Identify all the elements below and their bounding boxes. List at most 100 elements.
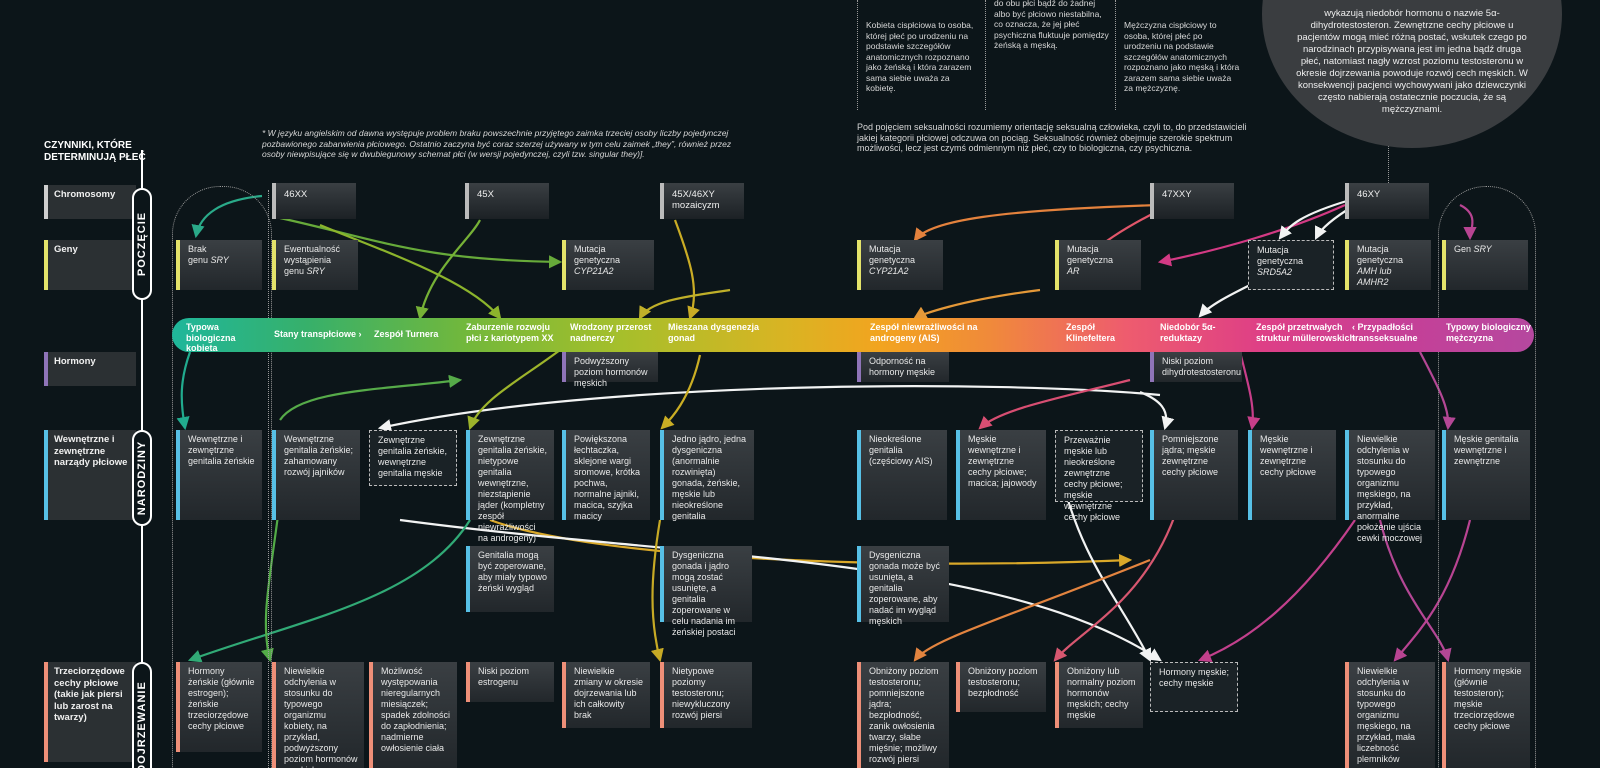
phase-birth: NARODZINY: [132, 430, 152, 526]
curve: [913, 203, 1161, 242]
spectrum-label: Mieszana dysgenezja gonad: [668, 322, 760, 343]
definition-boundary-line: [857, 0, 858, 110]
organ-box: Jedno jądro, jedna dysgeniczna (anormaln…: [660, 430, 754, 521]
gene-no-sry: Brak genu SRY: [176, 240, 262, 290]
organ-box: Męskie wewnętrzne i zewnętrzne cechy płc…: [1248, 430, 1336, 520]
curve: [673, 219, 700, 321]
curve: [660, 354, 702, 430]
circle-text: wykazują niedobór hormonu o nazwie 5α-di…: [1296, 8, 1528, 115]
gene-amh-mutation: Mutacja genetyczna AMH lub AMHR2: [1345, 240, 1431, 290]
gene-text: wystąpienia: [284, 255, 332, 265]
curve: [1419, 351, 1456, 431]
spectrum-label: Zespół Turnera: [374, 329, 439, 339]
female-column-outline: [172, 186, 272, 768]
chromosome-46xy: 46XY: [1345, 183, 1429, 219]
gene-text: AMH lub AMHR2: [1357, 266, 1392, 287]
phase-puberty: DOJRZEWANIE: [132, 662, 152, 768]
curve: [279, 216, 563, 269]
curve: [319, 223, 502, 320]
definition-cis-woman: Kobieta cispłciowa to osoba, której płeć…: [866, 20, 974, 93]
organ-box: Niewielkie odchylenia w stosunku do typo…: [1345, 430, 1435, 543]
organ-box: Przeważnie męskie lub nieokreślone zewnę…: [1055, 430, 1143, 522]
gene-text: Mutacja: [869, 244, 901, 254]
organ-box: Powiększona łechtaczka, sklejone wargi s…: [562, 430, 650, 521]
gene-text: CYP21A2: [869, 266, 909, 276]
gene-text: Mutacja: [1357, 244, 1389, 254]
curve: [279, 374, 463, 421]
surgery-box: Dysgeniczna gonada może być usunięta, a …: [857, 546, 949, 626]
organ-box: Nieokreślone genitalia (częściowy AIS): [857, 430, 947, 520]
spectrum-label: Zespół Klinefeltera: [1066, 322, 1116, 343]
curve: [1238, 351, 1261, 431]
gene-possible-sry: Ewentualność wystąpienia genu SRY: [272, 240, 358, 290]
curve: [399, 518, 1162, 662]
title-line: DETERMINUJĄ PŁEĆ: [44, 152, 146, 163]
chromosome-text: mozaicyzm: [672, 200, 720, 211]
tertiary-box: Hormony męskie (głównie testosteron); mę…: [1442, 662, 1530, 768]
gene-text: SRY: [210, 255, 229, 265]
gene-text: Mutacja: [1257, 245, 1289, 255]
gene-text: Ewentualność: [284, 244, 341, 254]
gene-text: Gen: [1454, 244, 1474, 254]
curve: [978, 378, 1131, 430]
chromosome-45x: 45X: [465, 183, 549, 219]
tertiary-box: Niewielkie odchylenia w stosunku do typo…: [272, 662, 364, 768]
diagram-title: CZYNNIKI, KTÓRE DETERMINUJĄ PŁEĆ: [44, 140, 154, 164]
definition-cis-man: Mężczyzna cispłciowy to osoba, której pł…: [1124, 20, 1240, 93]
gene-text: SRD5A2: [1257, 267, 1293, 277]
curve: [1197, 519, 1356, 663]
chromosome-47xxy: 47XXY: [1150, 183, 1234, 219]
row-label-hormones: Hormony: [44, 352, 136, 386]
tertiary-box: Niski poziom estrogenu: [466, 662, 554, 702]
tertiary-box: Niewielkie odchylenia w stosunku do typo…: [1345, 662, 1435, 768]
title-line: CZYNNIKI, KTÓRE: [44, 140, 132, 151]
gene-text: genetyczna: [1067, 255, 1114, 265]
organ-box: Wewnętrzne i zewnętrzne genitalia żeński…: [176, 430, 262, 520]
hormone-box: Niski poziom dihydrotestosteronu: [1150, 352, 1242, 382]
row-label-genes: Geny: [44, 240, 136, 290]
gene-text: genu: [188, 255, 211, 265]
curve: [638, 288, 731, 320]
gene-text: Brak: [188, 244, 207, 254]
tertiary-box: Niewielkie zmiany w okresie dojrzewania …: [562, 662, 650, 728]
curve: [489, 518, 1133, 568]
phase-label: DOJRZEWANIE: [136, 681, 148, 768]
spectrum-label: Zaburzenie rozwoju płci z kariotypem XX: [466, 322, 554, 343]
organ-box: Zewnętrzne genitalia żeńskie, wewnętrzne…: [369, 430, 457, 486]
tertiary-box: Obniżony poziom testosteronu; pomniejszo…: [857, 662, 949, 768]
curve: [913, 558, 1151, 662]
curve: [1198, 284, 1251, 318]
spectrum-label: Niedobór 5α-reduktazy: [1160, 322, 1216, 343]
chromosome-text: 45X/46XY: [672, 189, 715, 200]
gene-cyp21a2-mutation: Mutacja genetyczna CYP21A2: [562, 240, 654, 290]
phase-conception: POCZĘCIE: [132, 188, 152, 300]
curve: [1378, 519, 1452, 663]
gene-srd5a2-mutation: Mutacja genetyczna SRD5A2: [1248, 240, 1334, 290]
organ-box: Męskie genitalia wewnętrzne i zewnętrzne: [1442, 430, 1530, 520]
gene-text: genetyczna: [1257, 256, 1304, 266]
spectrum-label: ‹ Przypadłości transseksualne: [1352, 322, 1418, 343]
gene-text: SRY: [1473, 244, 1492, 254]
surgery-box: Genitalia mogą być zoperowane, aby miały…: [466, 546, 554, 612]
tertiary-box: Nietypowe poziomy testosteronu; niewyklu…: [660, 662, 752, 728]
organ-box: Wewnętrzne genitalia żeńskie; zahamowany…: [272, 430, 360, 520]
curve: [176, 351, 192, 431]
tertiary-box: Obniżony lub normalny poziom hormonów mę…: [1055, 662, 1143, 728]
tertiary-box: Hormony żeńskie (głównie estrogen); żeńs…: [176, 662, 262, 752]
spectrum-label: Wrodzony przerost nadnerczy: [570, 322, 652, 343]
gene-text: Mutacja: [1067, 244, 1099, 254]
spectrum-label: Zespół niewrażliwości na androgeny (AIS): [870, 322, 978, 343]
curve: [1393, 519, 1472, 662]
tertiary-box: Hormony męskie; cechy męskie: [1150, 662, 1238, 712]
row-label-chromosomes: Chromosomy: [44, 185, 136, 219]
curve: [415, 219, 481, 321]
curve: [1157, 203, 1346, 267]
curve: [377, 385, 1161, 433]
curve: [1278, 198, 1351, 240]
organ-box: Pomniejszone jądra; męskie zewnętrzne ce…: [1150, 430, 1238, 520]
definition-boundary-line: [985, 0, 986, 110]
footnote: * W języku angielskim od dawna występuje…: [262, 128, 732, 159]
spectrum-label: Typowy biologiczny mężczyzna: [1446, 322, 1531, 343]
spectrum-label: Typowa biologiczna kobieta: [186, 322, 236, 353]
